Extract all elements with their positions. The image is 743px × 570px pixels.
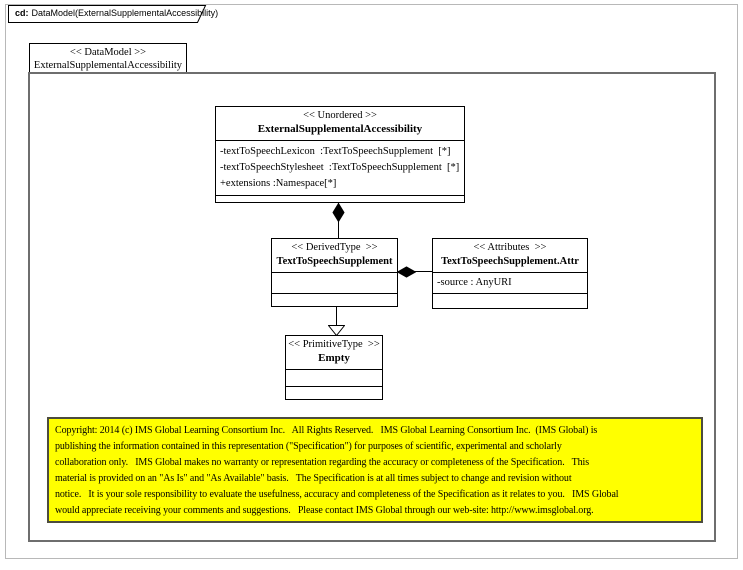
class-stereotype: << Unordered >>: [303, 110, 377, 121]
class-name: Empty: [318, 352, 350, 364]
class-empty: << PrimitiveType >> Empty: [285, 335, 383, 400]
composition-diamond-icon: [397, 266, 416, 278]
frame-tab-label: cd:DataModel(ExternalSupplementalAccessi…: [15, 8, 218, 18]
composition-diamond-icon: [332, 203, 345, 222]
class-stereotype: << PrimitiveType >>: [288, 339, 380, 350]
class-operations-empty: [286, 387, 382, 399]
class-attributes-empty: [286, 370, 382, 387]
frame-tab-title: DataModel(ExternalSupplementalAccessibil…: [31, 8, 219, 18]
attribute-row: -textToSpeechStylesheet :TextToSpeechSup…: [220, 162, 460, 173]
generalization-arrow-icon: [328, 325, 345, 336]
class-attributes-empty: [272, 273, 397, 294]
class-name: TextToSpeechSupplement: [276, 256, 393, 267]
copyright-line: collaboration only. IMS Global makes no …: [55, 457, 590, 468]
class-external-supplemental-accessibility: << Unordered >> ExternalSupplementalAcce…: [215, 106, 465, 203]
attribute-row: +extensions :Namespace[*]: [220, 178, 337, 189]
class-operations-empty: [216, 196, 464, 202]
copyright-line: would appreciate receiving your comments…: [55, 505, 594, 516]
datamodel-label-box: << DataModel >> ExternalSupplementalAcce…: [29, 43, 187, 73]
class-header: << Unordered >> ExternalSupplementalAcce…: [216, 107, 464, 141]
class-stereotype: << DerivedType >>: [291, 242, 378, 253]
class-name: ExternalSupplementalAccessibility: [257, 123, 423, 135]
copyright-line: notice. It is your sole responsibility t…: [55, 489, 619, 500]
class-attributes: -textToSpeechLexicon :TextToSpeechSupple…: [216, 141, 464, 196]
copyright-note: Copyright: 2014 (c) IMS Global Learning …: [47, 417, 703, 523]
diagram-frame: [28, 72, 716, 542]
frame-tab-shape: [8, 5, 207, 23]
datamodel-stereotype: << DataModel >>: [69, 47, 147, 58]
page-border: [5, 4, 738, 559]
class-header: << PrimitiveType >> Empty: [286, 336, 382, 370]
frame-tab-prefix: cd:: [15, 8, 29, 18]
class-text-to-speech-supplement: << DerivedType >> TextToSpeechSupplement: [271, 238, 398, 307]
class-header: << DerivedType >> TextToSpeechSupplement: [272, 239, 397, 273]
class-header: << Attributes >> TextToSpeechSupplement.…: [433, 239, 587, 273]
copyright-line: publishing the information contained in …: [55, 441, 562, 452]
class-name: TextToSpeechSupplement.Attr: [441, 256, 579, 267]
class-text-to-speech-supplement-attr: << Attributes >> TextToSpeechSupplement.…: [432, 238, 588, 309]
class-operations-empty: [272, 294, 397, 306]
attribute-row: -textToSpeechLexicon :TextToSpeechSupple…: [220, 146, 451, 157]
datamodel-name: ExternalSupplementalAccessibility: [33, 60, 183, 71]
class-attributes: -source : AnyURI: [433, 273, 587, 294]
copyright-line: Copyright: 2014 (c) IMS Global Learning …: [55, 425, 598, 436]
copyright-line: material is provided on an "As Is" and "…: [55, 473, 572, 484]
class-stereotype: << Attributes >>: [473, 242, 547, 253]
generalization-line-vertical: [336, 307, 337, 326]
attribute-row: -source : AnyURI: [437, 277, 512, 288]
class-operations-empty: [433, 294, 587, 308]
